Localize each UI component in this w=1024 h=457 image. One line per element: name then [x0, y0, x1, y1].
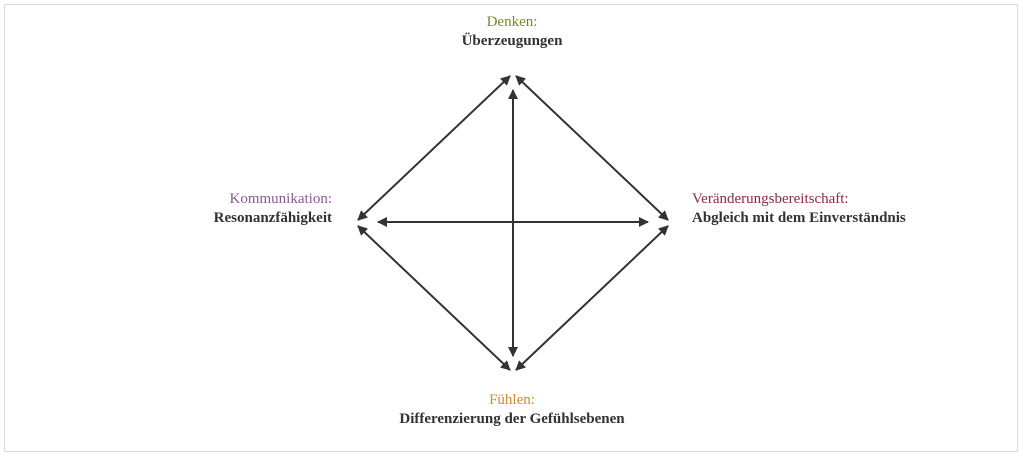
arrow-right-bottom	[515, 225, 669, 371]
node-bottom-fuehlen: Fühlen: Differenzierung der Gefühlsebene…	[312, 391, 712, 429]
diagram-frame	[4, 4, 1018, 452]
arrow-left-bottom	[357, 225, 511, 371]
node-top-denken: Denken: Überzeugungen	[362, 13, 662, 51]
node-bottom-category: Fühlen:	[489, 392, 535, 408]
node-top-category: Denken:	[486, 14, 538, 30]
node-left-label: Resonanzfähigkeit	[213, 209, 332, 226]
node-top-label: Überzeugungen	[461, 32, 563, 49]
arrow-top-left	[357, 75, 511, 221]
node-left-kommunikation: Kommunikation: Resonanzfähigkeit	[112, 190, 332, 228]
node-right-veraenderungsbereitschaft: Veränderungsbereitschaft: Abgleich mit d…	[692, 190, 992, 228]
node-left-category: Kommunikation:	[229, 191, 333, 207]
arrow-top-right	[515, 75, 669, 221]
node-right-category: Veränderungsbereitschaft:	[692, 191, 849, 207]
node-bottom-label: Differenzierung der Gefühlsebenen	[399, 410, 625, 427]
node-right-label: Abgleich mit dem Einverständnis	[692, 209, 906, 226]
